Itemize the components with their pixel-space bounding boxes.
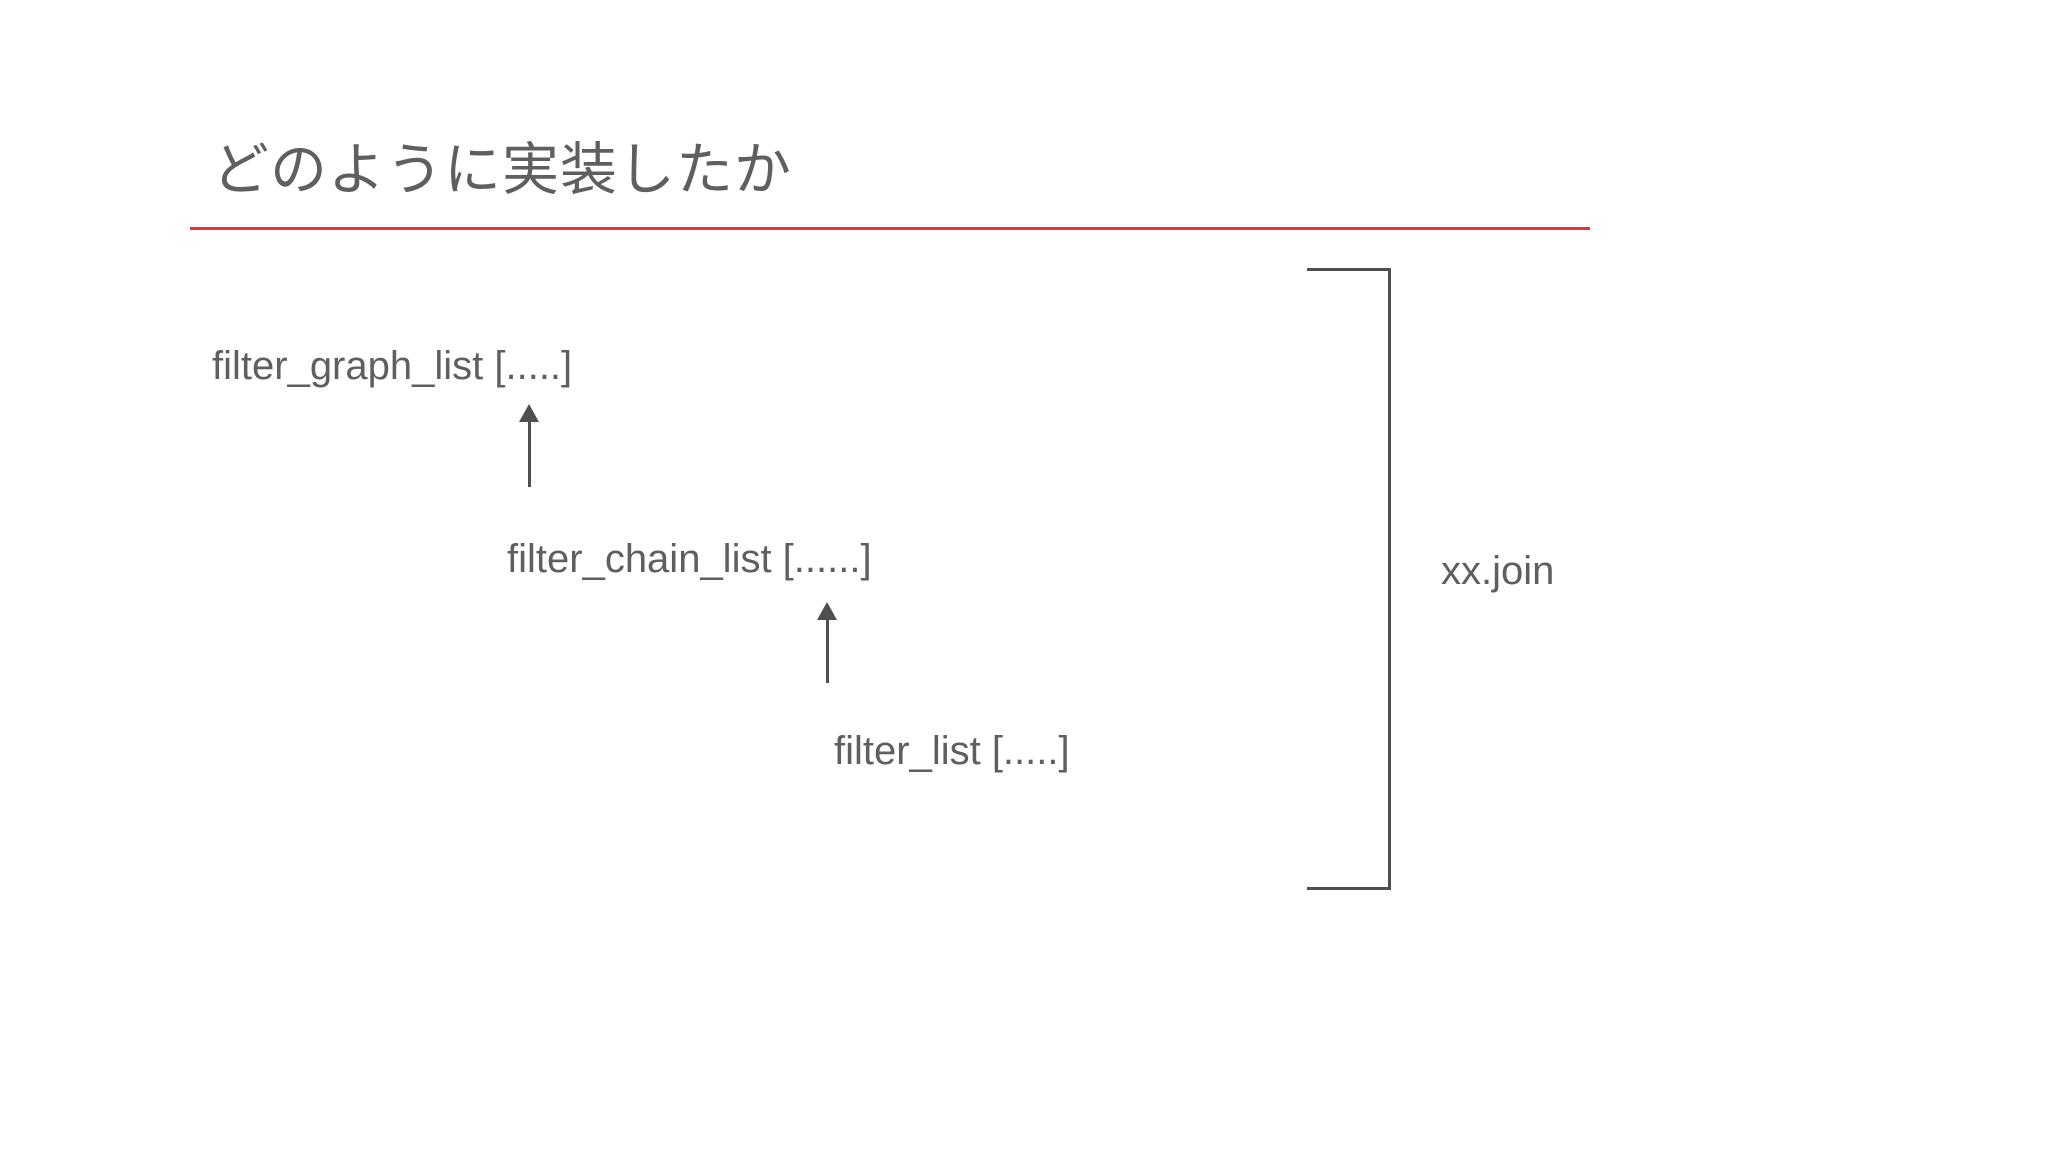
- up-arrow-head-icon: [817, 602, 837, 620]
- up-arrow-shaft: [528, 420, 531, 487]
- up-arrow-shaft: [826, 618, 829, 683]
- slide-title: どのように実装したか: [212, 138, 792, 202]
- up-arrow-head-icon: [519, 404, 539, 422]
- node-filter-graph-list: filter_graph_list [.....]: [212, 344, 573, 388]
- title-divider-line: [190, 227, 1590, 230]
- right-square-bracket-shape: [1307, 268, 1391, 890]
- node-filter-chain-list: filter_chain_list [......]: [507, 537, 872, 581]
- node-filter-list: filter_list [.....]: [834, 729, 1070, 773]
- bracket-caption: xx.join: [1441, 549, 1555, 593]
